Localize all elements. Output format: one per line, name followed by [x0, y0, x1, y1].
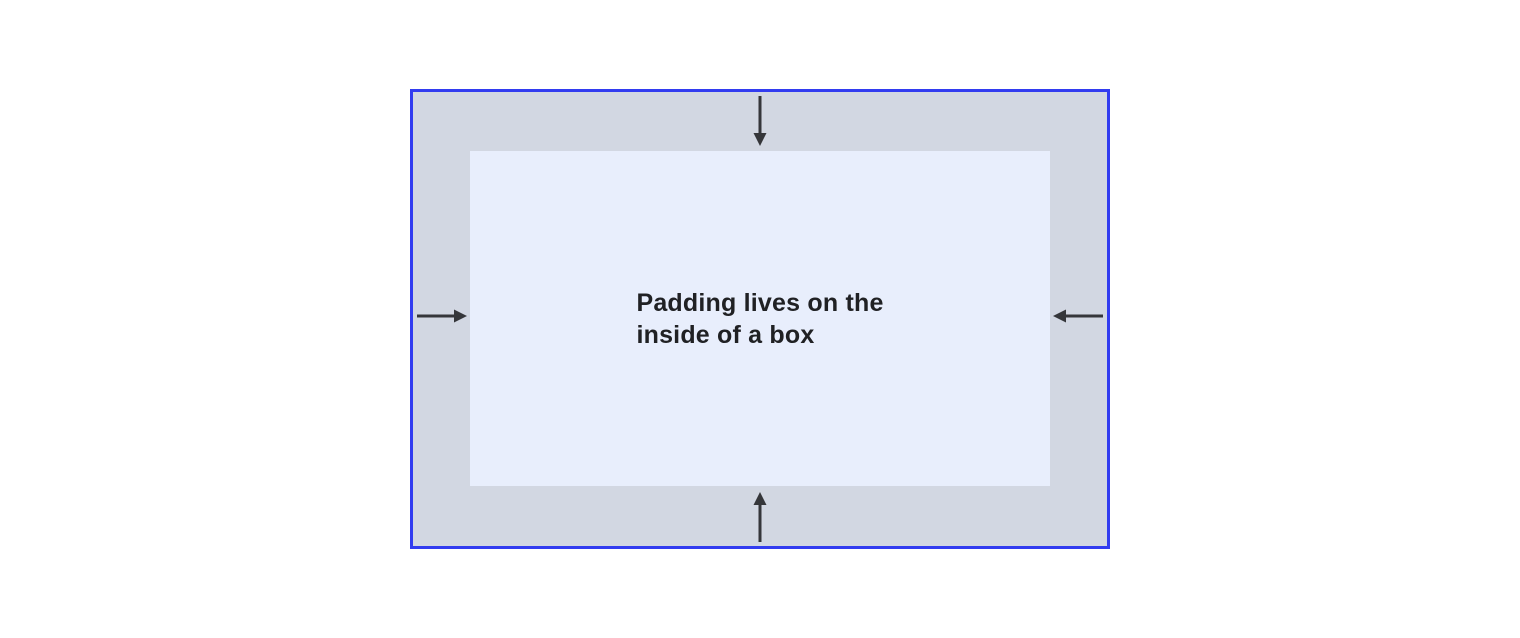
content-box: Padding lives on the inside of a box [470, 151, 1050, 486]
padding-arrow-top [752, 96, 768, 146]
arrow-up-icon [753, 492, 767, 542]
caption-line-1: Padding lives on the [636, 288, 884, 317]
arrow-down-icon [753, 96, 767, 146]
arrow-right-icon [417, 309, 467, 323]
padding-box: Padding lives on the inside of a box [410, 89, 1110, 549]
padding-arrow-left [417, 308, 467, 324]
padding-arrow-right [1053, 308, 1103, 324]
padding-caption: Padding lives on the inside of a box [636, 287, 883, 351]
caption-line-2: inside of a box [636, 320, 815, 349]
arrow-left-icon [1053, 309, 1103, 323]
padding-arrow-bottom [752, 492, 768, 542]
